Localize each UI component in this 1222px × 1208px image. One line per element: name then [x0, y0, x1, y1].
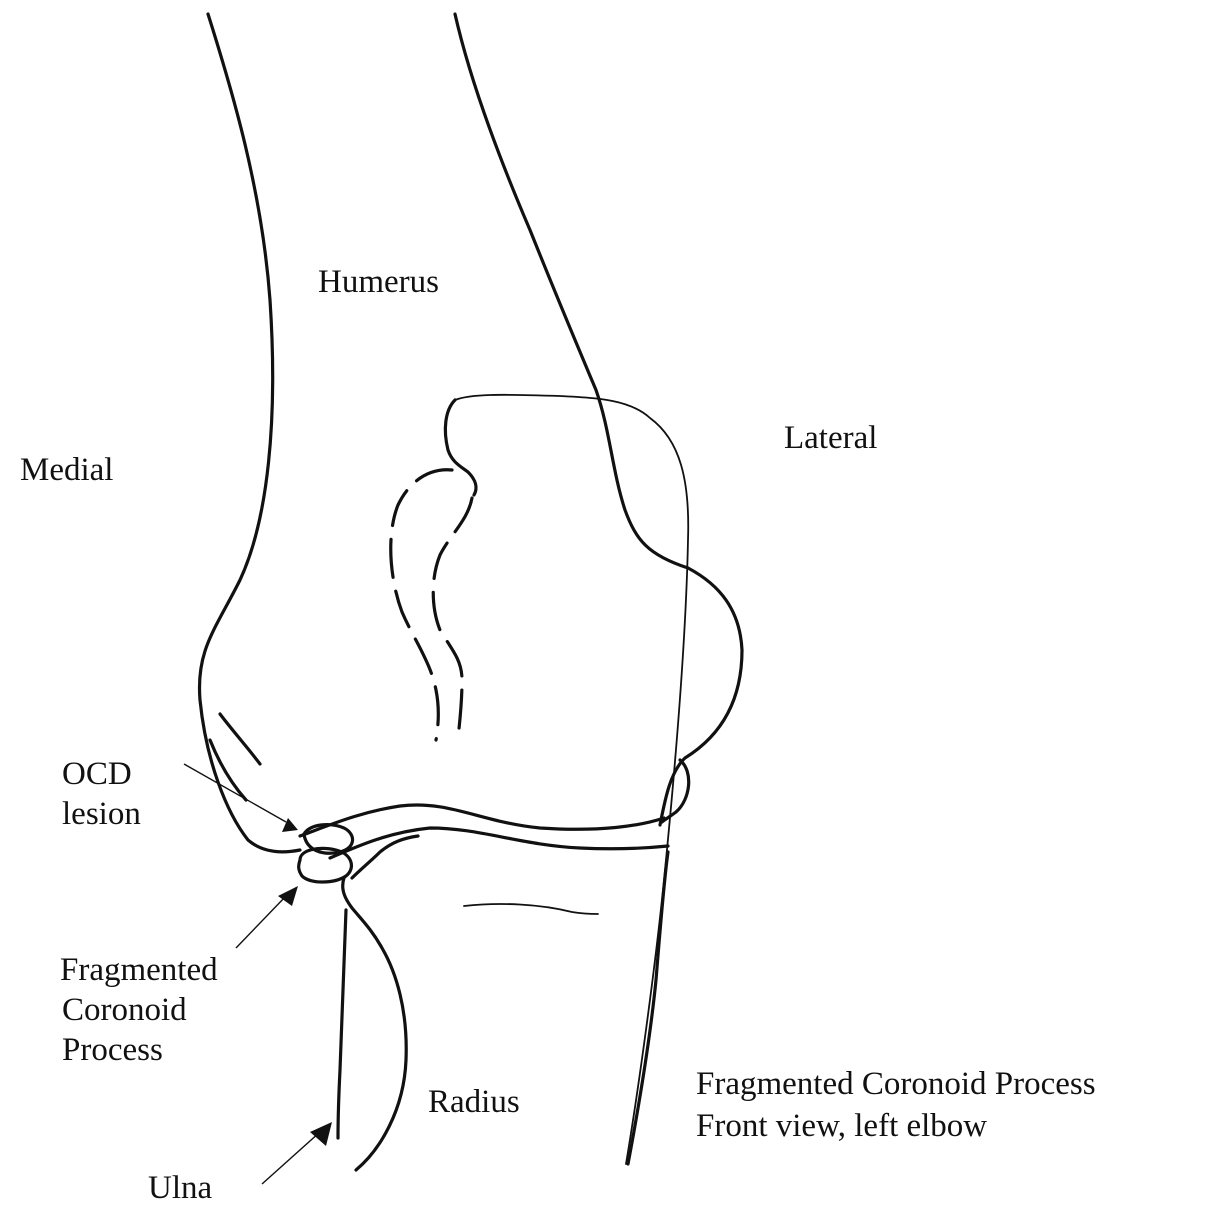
label-fcp-line2: Coronoid [62, 990, 187, 1030]
ulna-pointer-arrowhead [310, 1122, 332, 1146]
radius-neck-line [464, 904, 598, 914]
label-humerus: Humerus [318, 262, 439, 302]
fcp-pointer-line [236, 896, 286, 948]
fcp-pointer-arrowhead [278, 886, 298, 906]
joint-line-upper [300, 805, 664, 836]
humerus-medial-outline [199, 14, 300, 852]
label-lateral: Lateral [784, 418, 877, 458]
ulna-pointer-line [262, 1132, 320, 1184]
capitulum-outline [455, 395, 688, 1164]
coronoid-fossa-dashed [391, 470, 452, 740]
ulna-medial-outline [343, 878, 407, 1170]
label-fcp-line3: Process [62, 1030, 163, 1070]
label-ocd-line2: lesion [62, 794, 141, 834]
label-medial: Medial [20, 450, 113, 490]
medial-condyle-marks [220, 714, 260, 764]
label-ocd-line1: OCD [62, 754, 132, 794]
humerus-lateral-outline [455, 14, 688, 568]
ocd-pointer-arrowhead [282, 818, 298, 832]
caption-line1: Fragmented Coronoid Process [696, 1064, 1096, 1104]
label-ulna: Ulna [148, 1168, 212, 1208]
ulna-shaft-left [338, 910, 346, 1138]
caption-line2: Front view, left elbow [696, 1106, 987, 1146]
ocd-pointer-line [184, 764, 286, 822]
label-radius: Radius [428, 1082, 520, 1122]
ulna-coronoid-notch [352, 836, 418, 878]
label-fcp-line1: Fragmented [60, 950, 218, 990]
olecranon-fossa-upper [445, 400, 476, 495]
